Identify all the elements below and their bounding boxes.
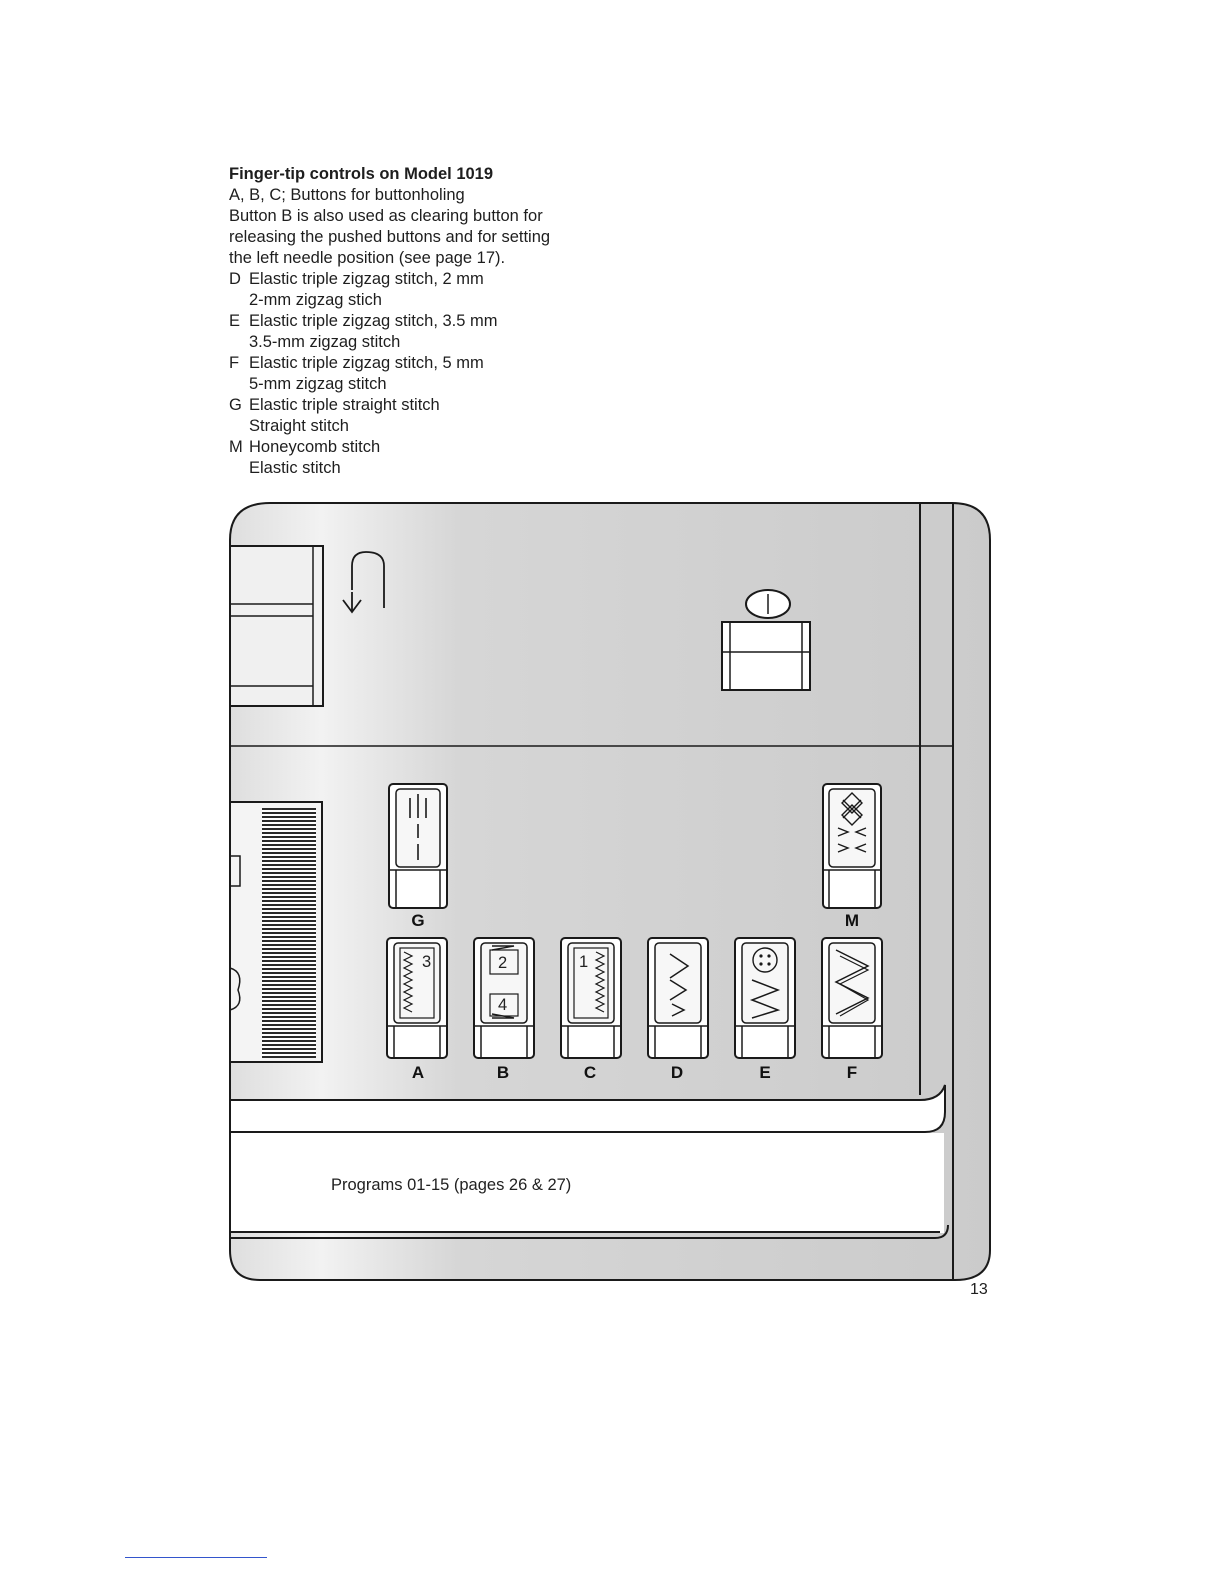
entry-f: F Elastic triple zigzag stitch, 5 mm 5-m… bbox=[229, 353, 649, 395]
label-e: E bbox=[759, 1063, 770, 1082]
straight-stitch-icon bbox=[409, 794, 427, 860]
entry-key: D bbox=[229, 270, 241, 288]
entry-main: Elastic triple zigzag stitch, 3.5 mm bbox=[249, 312, 498, 330]
honeycomb-stitch-icon bbox=[837, 792, 867, 853]
entry-e: E Elastic triple zigzag stitch, 3.5 mm 3… bbox=[229, 311, 649, 353]
label-m: M bbox=[845, 911, 859, 930]
footer-rule bbox=[125, 1557, 267, 1558]
entry-sub: Elastic stitch bbox=[249, 459, 341, 477]
button-e bbox=[734, 937, 796, 1059]
label-f: F bbox=[847, 1063, 857, 1082]
panel-outline bbox=[229, 502, 991, 1281]
triple-zigzag-2mm-icon bbox=[669, 953, 690, 1017]
top-left-slot bbox=[229, 545, 324, 707]
intro-line: releasing the pushed buttons and for set… bbox=[229, 228, 551, 246]
label-b: B bbox=[497, 1063, 509, 1082]
button-m bbox=[822, 783, 882, 909]
programs-text: Programs 01-15 (pages 26 & 27) bbox=[331, 1176, 571, 1194]
entry-main: Elastic triple zigzag stitch, 5 mm bbox=[249, 354, 484, 372]
label-d: D bbox=[671, 1063, 683, 1082]
entry-sub: 5-mm zigzag stitch bbox=[249, 375, 387, 393]
instructions-text: Finger-tip controls on Model 1019 A, B, … bbox=[229, 164, 649, 479]
button-c bbox=[560, 937, 622, 1059]
buttonhole-icon bbox=[491, 945, 515, 1019]
zigzag-icon bbox=[402, 951, 414, 1013]
entry-key: F bbox=[229, 354, 240, 372]
zigzag-icon bbox=[594, 951, 606, 1013]
intro-line: A, B, C; Buttons for buttonholing bbox=[229, 186, 465, 204]
stitch-length-dial bbox=[229, 801, 323, 1063]
button-f bbox=[821, 937, 883, 1059]
button-c-number: 1 bbox=[579, 953, 588, 971]
label-g: G bbox=[411, 911, 424, 930]
section-heading: Finger-tip controls on Model 1019 bbox=[229, 165, 494, 183]
entry-sub: 2-mm zigzag stich bbox=[249, 291, 382, 309]
reverse-arrow-icon bbox=[342, 551, 385, 614]
entry-sub: 3.5-mm zigzag stitch bbox=[249, 333, 401, 351]
button-a-number: 3 bbox=[422, 953, 431, 971]
button-a bbox=[386, 937, 448, 1059]
triple-zigzag-3-5mm-icon bbox=[749, 979, 781, 1019]
needle-position-button bbox=[721, 589, 811, 691]
button-g bbox=[388, 783, 448, 909]
entry-g: G Elastic triple straight stitch Straigh… bbox=[229, 395, 649, 437]
button-b bbox=[473, 937, 535, 1059]
triple-zigzag-5mm-icon bbox=[834, 949, 870, 1015]
entry-key: G bbox=[229, 396, 242, 414]
entry-main: Honeycomb stitch bbox=[249, 438, 381, 456]
entry-m: M Honeycomb stitch Elastic stitch bbox=[229, 437, 649, 479]
button-b-number-bottom: 4 bbox=[498, 996, 507, 1014]
page-number: 13 bbox=[970, 1281, 988, 1298]
intro-line: Button B is also used as clearing button… bbox=[229, 207, 543, 225]
button-sewing-icon bbox=[752, 947, 778, 973]
button-b-number-top: 2 bbox=[498, 954, 507, 972]
entry-d: D Elastic triple zigzag stitch, 2 mm 2-m… bbox=[229, 269, 649, 311]
button-d bbox=[647, 937, 709, 1059]
entry-main: Elastic triple straight stitch bbox=[249, 396, 440, 414]
label-c: C bbox=[584, 1063, 596, 1082]
entry-key: E bbox=[229, 312, 241, 330]
intro-line: the left needle position (see page 17). bbox=[229, 249, 506, 267]
entry-main: Elastic triple zigzag stitch, 2 mm bbox=[249, 270, 484, 288]
label-a: A bbox=[412, 1063, 424, 1082]
entry-key: M bbox=[229, 438, 243, 456]
entry-sub: Straight stitch bbox=[249, 417, 349, 435]
